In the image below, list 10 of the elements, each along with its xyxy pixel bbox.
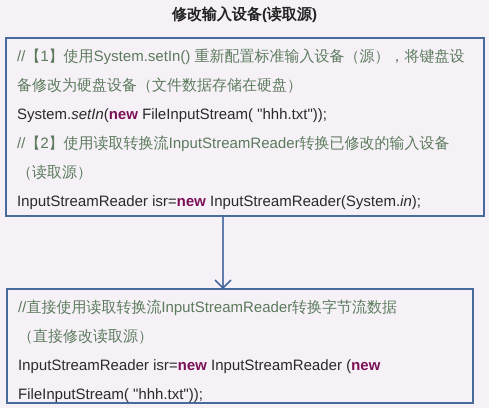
code-box <box>6 288 474 404</box>
arrow <box>214 217 232 289</box>
code-comment: //直接使用读取转换流InputStreamReader转换字节流数据（直接修改读取源） <box>18 298 398 347</box>
code-comment: //【2】使用读取转换流InputStreamReader转换已修改的输入设备（读取源） <box>17 134 451 183</box>
code-box <box>5 37 485 217</box>
code-line: InputStreamReader isr=new InputStreamReader (new FileInputStream( "hhh.txt")); <box>18 356 382 405</box>
diagram-title: 修改输入设备(读取源) <box>170 5 318 24</box>
code-line: InputStreamReader isr=new InputStreamReader(System.in); <box>17 192 422 212</box>
code-line: System.setIn(new FileInputStream( "hhh.txt")); <box>17 105 328 125</box>
code-comment: //【1】使用System.setIn() 重新配置标准输入设备（源），将键盘设备修改为硬盘设备（文件数据存储在硬盘） <box>17 47 466 96</box>
